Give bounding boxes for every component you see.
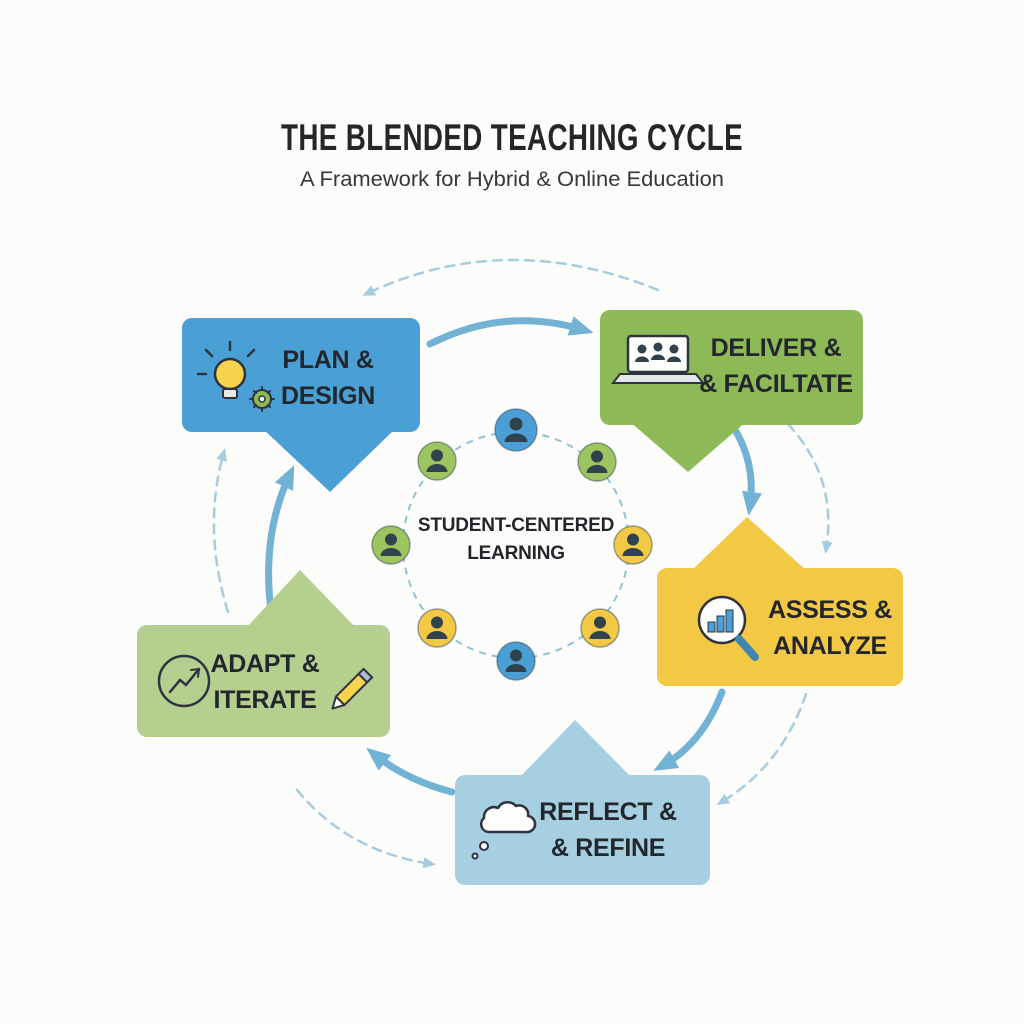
bar — [725, 609, 734, 633]
stage-reflect-refine: REFLECT & & REFINE — [455, 720, 710, 885]
bulb — [213, 357, 247, 391]
thought-bubble-icon — [471, 801, 537, 860]
growth-pencil-icon — [157, 654, 374, 710]
arrow-assess-to-reflect — [653, 688, 726, 771]
stage-label-line2: ITERATE — [214, 686, 317, 714]
avatar-head-icon — [431, 616, 443, 629]
avatar-bottom — [496, 641, 536, 681]
avatar-head-icon — [509, 417, 523, 431]
avatar-body-icon — [589, 631, 611, 639]
stage-label-line1: DELIVER & — [711, 334, 842, 362]
stage-tail — [628, 420, 748, 472]
avatar-body-icon — [586, 465, 608, 473]
avatar-right — [613, 525, 653, 565]
stage-box — [137, 625, 390, 737]
dashed-arc-right — [786, 422, 833, 554]
arrow-plan-to-deliver — [426, 316, 594, 348]
avatar-body-icon — [505, 664, 527, 672]
avatar-upper-right — [577, 442, 617, 482]
avatar-body-icon — [426, 631, 448, 639]
avatar-body-icon — [380, 548, 402, 556]
trend-arrowhead — [190, 668, 200, 678]
learner-body-icon — [651, 354, 665, 360]
stage-tail — [518, 720, 633, 779]
avatar-lower-right — [580, 608, 620, 648]
stage-tail — [690, 517, 808, 572]
learner-body-icon — [667, 356, 681, 362]
avatar-body-icon — [426, 464, 448, 472]
stage-plan-design: PLAN & DESIGN — [182, 318, 420, 492]
bar — [716, 615, 725, 633]
dashed-arc-bottom-left — [295, 788, 436, 869]
avatar-left — [371, 525, 411, 565]
avatar-lower-left — [417, 608, 457, 648]
growth-circle — [157, 654, 211, 708]
stage-label-line1: ASSESS & — [768, 596, 892, 624]
avatar-head-icon — [594, 616, 606, 629]
dashed-arc-top — [362, 258, 660, 296]
laptop-base — [610, 373, 706, 384]
bar — [707, 621, 716, 633]
avatar-body-icon — [504, 433, 528, 442]
gear-hub — [258, 395, 266, 403]
laptop-screen — [626, 334, 690, 374]
avatar-upper-left — [417, 441, 457, 481]
avatar-head-icon — [591, 450, 603, 463]
avatar-top — [494, 408, 538, 452]
center-label-line1: STUDENT-CENTERED — [418, 515, 614, 536]
learner-head-icon — [637, 344, 647, 354]
avatar-head-icon — [627, 533, 639, 546]
stage-deliver-facilitate: DELIVER & & FACILTATE — [600, 310, 863, 472]
magnifier-handle — [735, 635, 759, 661]
avatar-head-icon — [431, 449, 443, 462]
learner-head-icon — [669, 344, 679, 354]
stage-assess-analyze: ASSESS & ANALYZE — [657, 517, 903, 686]
stage-label-line2: & REFINE — [551, 834, 665, 862]
cloud-dot — [471, 852, 479, 860]
stage-adapt-iterate: ADAPT & ITERATE — [137, 570, 390, 737]
stage-label-line2: ANALYZE — [773, 632, 887, 660]
stage-box — [657, 568, 903, 686]
arrow-adapt-to-plan — [265, 464, 295, 622]
stage-label-line1: PLAN & — [282, 346, 374, 374]
learner-head-icon — [653, 342, 663, 352]
cloud-dot — [479, 841, 489, 851]
page-subtitle: A Framework for Hybrid & Online Educatio… — [300, 168, 724, 191]
stage-label-line2: DESIGN — [281, 382, 375, 410]
stage-tail — [262, 428, 396, 492]
trend-line — [168, 667, 201, 694]
stage-label-line2: & FACILTATE — [699, 370, 853, 398]
lightbulb-gear-icon — [196, 340, 275, 412]
stage-box — [182, 318, 420, 432]
pencil-icon — [331, 667, 374, 710]
dashed-arc-left — [212, 448, 230, 614]
laptop-learners-icon — [610, 334, 706, 384]
avatar-head-icon — [385, 533, 397, 546]
pencil-eraser — [357, 667, 374, 684]
cloud — [479, 801, 537, 834]
magnifier-chart-icon — [697, 595, 759, 661]
avatar-body-icon — [622, 548, 644, 556]
stage-label-line1: ADAPT & — [210, 650, 319, 678]
learner-body-icon — [635, 356, 649, 362]
bulb-base — [222, 388, 238, 399]
page-title: THE BLENDED TEACHING CYCLE — [281, 117, 743, 158]
stage-tail — [245, 570, 357, 629]
center-label-line2: LEARNING — [467, 543, 565, 564]
dashed-arc-bottom-right — [716, 692, 808, 806]
stage-box — [455, 775, 710, 885]
arrow-deliver-to-assess — [730, 424, 762, 516]
arrow-reflect-to-adapt — [366, 747, 456, 796]
stage-label-line1: REFLECT & — [539, 798, 677, 826]
avatar-head-icon — [510, 649, 522, 662]
